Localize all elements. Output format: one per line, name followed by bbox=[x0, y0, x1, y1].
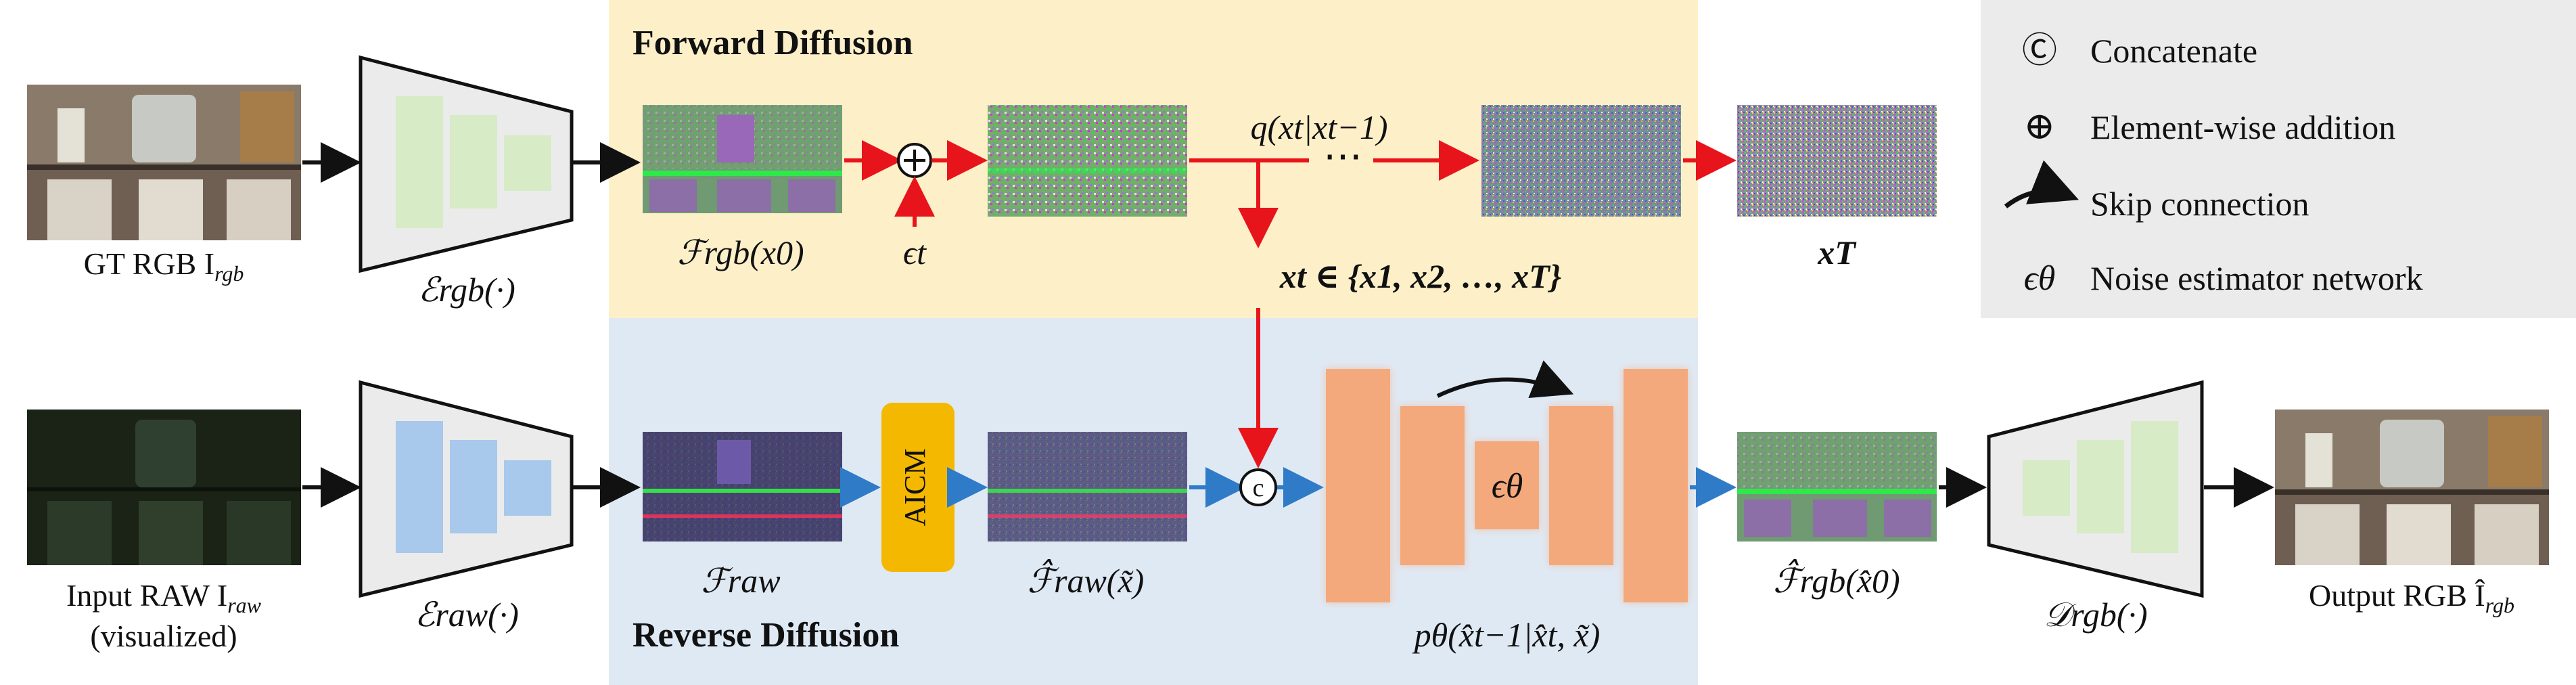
noise-eps-t-label: ϵt bbox=[903, 234, 927, 271]
unet-block-2 bbox=[1400, 406, 1465, 565]
add-legend-label: Element-wise addition bbox=[2090, 108, 2395, 146]
feature-raw-hat-label: ℱ̂raw(x̃) bbox=[1028, 559, 1145, 600]
feature-rgb-x0-label: ℱrgb(x0) bbox=[677, 234, 804, 271]
feature-raw bbox=[643, 432, 842, 542]
raw-input-note: (visualized) bbox=[90, 619, 237, 653]
rgb-decoder-label: 𝒟rgb(·) bbox=[2044, 596, 2147, 634]
add-node bbox=[897, 143, 932, 178]
legend-panel bbox=[1981, 0, 2576, 318]
skip-legend-label: Skip connection bbox=[2090, 185, 2309, 223]
aicm-module bbox=[881, 403, 954, 572]
feature-raw-hat bbox=[988, 432, 1187, 542]
noisy-feature-xt bbox=[988, 105, 1187, 217]
svg-text:c: c bbox=[1253, 474, 1264, 502]
unet-eps-theta-label: ϵθ bbox=[1492, 467, 1523, 506]
encoder-block-3 bbox=[504, 135, 551, 191]
decoder-block-3 bbox=[2131, 421, 2178, 553]
forward-process-label: q(xt|xt−1) bbox=[1251, 108, 1388, 146]
add-icon: ⊕ bbox=[2024, 106, 2056, 148]
aicm-label: AICM bbox=[898, 449, 932, 527]
output-rgb-caption: Output RGB Îrgb bbox=[2309, 578, 2514, 617]
legend: Ⓒ Concatenate ⊕ Element-wise addition Sk… bbox=[2004, 32, 2423, 298]
output-rgb-image bbox=[2275, 410, 2549, 565]
reverse-diffusion-title: Reverse Diffusion bbox=[632, 616, 899, 655]
xT-label: xT bbox=[1817, 234, 1857, 271]
raw-encoder-block-3 bbox=[504, 460, 551, 516]
reverse-process-label: pθ(x̂t−1|x̂t, x̃) bbox=[1412, 616, 1601, 654]
unet-block-1 bbox=[1326, 369, 1390, 602]
noise-legend-label: Noise estimator network bbox=[2090, 259, 2423, 297]
forward-diffusion-title: Forward Diffusion bbox=[632, 24, 913, 62]
concat-node: c bbox=[1239, 468, 1277, 506]
gt-rgb-caption: GT RGB Irgb bbox=[84, 246, 244, 286]
rgb-encoder-label: ℰrgb(·) bbox=[418, 271, 515, 309]
feature-raw-label: ℱraw bbox=[701, 562, 780, 600]
decoder-block-1 bbox=[2023, 460, 2070, 516]
concat-icon: Ⓒ bbox=[2022, 32, 2057, 70]
noisier-feature bbox=[1481, 105, 1681, 217]
skip-connection-icon bbox=[2004, 160, 2079, 208]
noise-estimator-unet: ϵθ bbox=[1326, 360, 1688, 602]
raw-encoder bbox=[359, 380, 574, 598]
raw-input-caption: Input RAW Iraw bbox=[66, 578, 262, 617]
rgb-encoder bbox=[359, 55, 574, 273]
feature-rgb-hat bbox=[1737, 432, 1937, 542]
unet-block-4 bbox=[1549, 406, 1613, 565]
unet-skip-connection bbox=[1436, 360, 1574, 399]
unet-block-5 bbox=[1624, 369, 1688, 602]
xt-set-label: xt ∈ {x1, x2, …, xT} bbox=[1279, 257, 1561, 295]
concat-legend-label: Concatenate bbox=[2090, 32, 2257, 70]
encoder-block-2 bbox=[450, 115, 497, 208]
raw-input-image bbox=[27, 410, 301, 565]
raw-encoder-block-1 bbox=[396, 421, 443, 553]
noise-estimator-icon: ϵθ bbox=[2024, 259, 2056, 298]
raw-encoder-label: ℰraw(·) bbox=[415, 596, 519, 634]
ellipsis: ⋯ bbox=[1323, 134, 1362, 178]
gt-rgb-image bbox=[27, 85, 301, 240]
decoder-block-2 bbox=[2077, 440, 2124, 533]
unet-block-3 bbox=[1475, 441, 1539, 529]
raw-encoder-block-2 bbox=[450, 440, 497, 533]
feature-rgb-hat-label: ℱ̂rgb(x̂0) bbox=[1773, 559, 1900, 600]
feature-rgb-x0 bbox=[643, 105, 842, 213]
pure-noise-xT bbox=[1737, 105, 1937, 217]
encoder-block-1 bbox=[396, 96, 443, 228]
rgb-decoder bbox=[1987, 380, 2204, 598]
